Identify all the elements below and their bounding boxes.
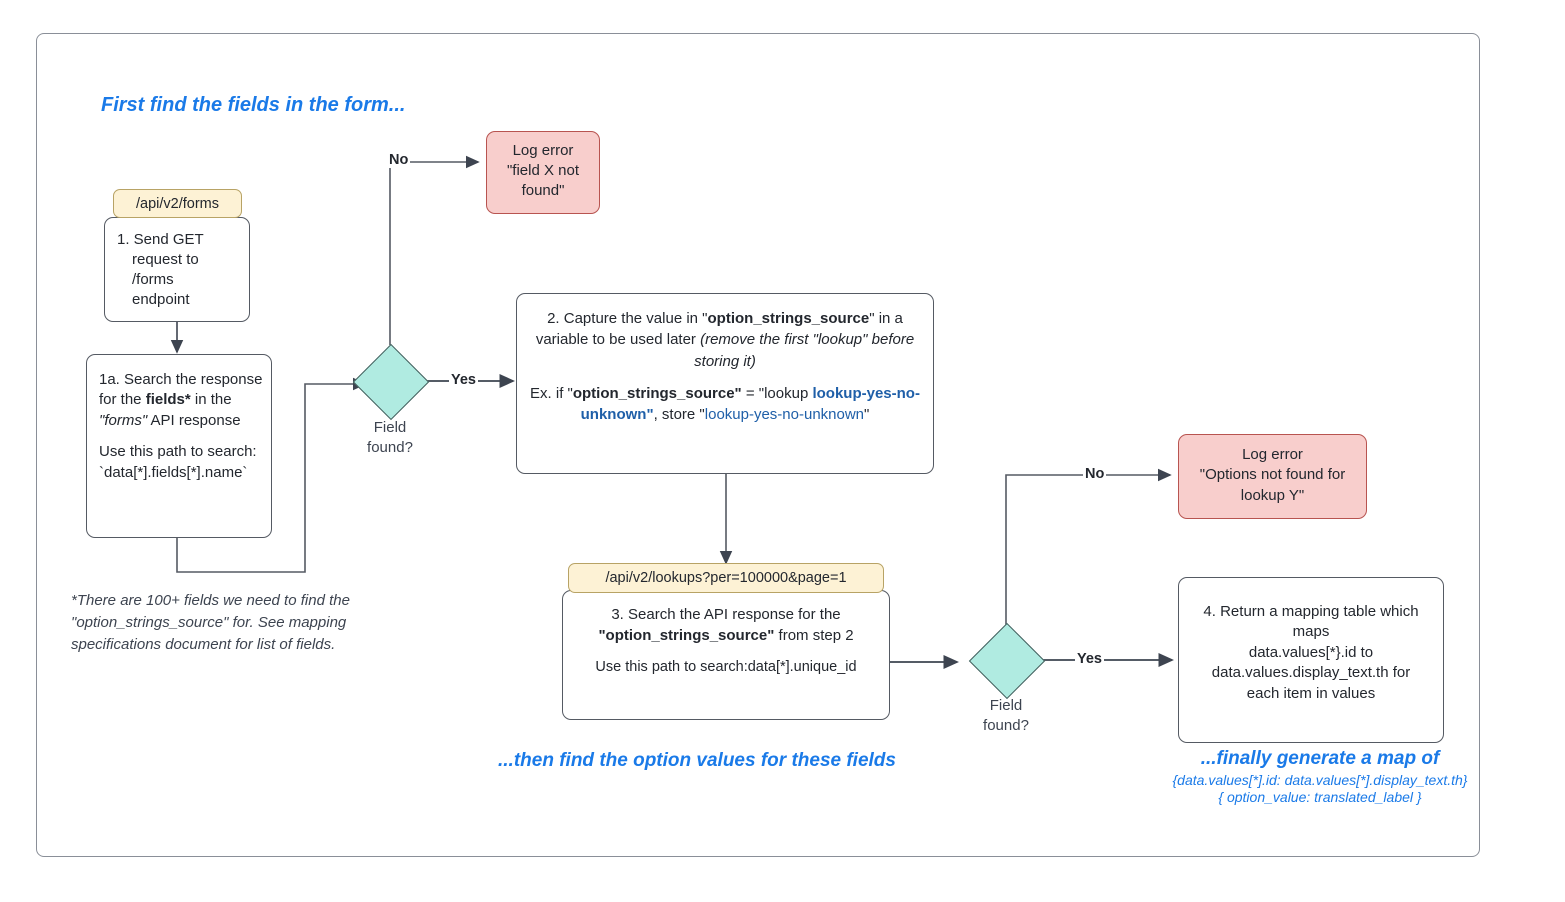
node-step2-l1a: 2. Capture the value in ": [547, 310, 708, 327]
node-step2-l2a: Ex. if ": [530, 384, 573, 402]
decision-field-found-2-label: Field found?: [946, 696, 1066, 735]
caption-finally-line1: ...finally generate a map of: [1200, 748, 1440, 769]
node-step1a-p1d: "forms": [99, 411, 148, 429]
node-step2-l2c: = "lookup: [741, 384, 813, 402]
decision2-l1: Field: [989, 697, 1023, 714]
edge-label-yes-2: Yes: [1075, 651, 1104, 667]
node-step2-l2e: , store ": [653, 406, 705, 424]
node-step3-para1: 3. Search the API response for the "opti…: [572, 604, 880, 646]
node-step2-l1d: (remove the first "lookup" before storin…: [694, 331, 915, 370]
node-step1a-text: 1a. Search the response for the fields* …: [99, 370, 265, 483]
node-step1a-p1e: API response: [147, 411, 241, 429]
footnote-l1: *There are 100+ fields we need to find t…: [71, 592, 350, 609]
node-step2-l1b: option_strings_source: [707, 310, 870, 327]
node-error2-l1: Log error: [1242, 446, 1303, 463]
edge-label-no-1: No: [387, 152, 411, 168]
node-step2-para2: Ex. if "option_strings_source" = "lookup…: [528, 383, 922, 426]
caption-first-find: First find the fields in the form...: [101, 94, 406, 116]
node-step3-l1a: 3. Search the API response for the: [611, 606, 841, 623]
node-step2-l2g: ": [864, 406, 870, 424]
node-error1-l2: "field X not: [506, 162, 580, 180]
node-step2-l2d: lookup-yes-no-unknown": [580, 384, 920, 424]
node-step4-text: 4. Return a mapping table which maps dat…: [1184, 602, 1438, 704]
endpoint-tag-lookups-label: /api/v2/lookups?per=100000&page=1: [605, 570, 847, 586]
node-step3-text: 3. Search the API response for the "opti…: [572, 604, 880, 677]
node-step4-l4: each item in values: [1246, 684, 1376, 702]
node-step2: [516, 293, 934, 474]
node-step4-l2: data.values[*}.id to: [1248, 643, 1374, 661]
footnote-l3: specifications document for list of fiel…: [71, 635, 336, 653]
node-step1-text: 1. Send GET request to /forms endpoint: [117, 230, 242, 310]
node-step3-l1c: from step 2: [774, 627, 854, 644]
node-step2-l2b: option_strings_source": [572, 384, 742, 402]
node-error2-l3: lookup Y": [1240, 486, 1305, 504]
node-step1a-para1: 1a. Search the response for the fields* …: [99, 370, 265, 431]
node-step1a-p1c: in the: [190, 391, 232, 409]
caption-finally-line3: { option_value: translated_label }: [1218, 789, 1422, 805]
node-error2-l2: "Options not found for: [1199, 466, 1346, 484]
node-step1-line2: request to: [132, 251, 199, 269]
node-error1-l1: Log error: [512, 142, 574, 159]
node-step2-para1: 2. Capture the value in "option_strings_…: [528, 308, 922, 372]
node-step1a-para2: Use this path to search: `data[*].fields…: [99, 442, 265, 483]
decision1-l2: found?: [367, 438, 413, 456]
footnote-l2: "option_strings_source" for. See mapping: [71, 613, 347, 631]
node-step2-text: 2. Capture the value in "option_strings_…: [528, 308, 922, 425]
node-step4-l3: data.values.display_text.th for: [1211, 664, 1411, 682]
footnote-fields: *There are 100+ fields we need to find t…: [71, 590, 441, 655]
endpoint-tag-forms-label: /api/v2/forms: [136, 195, 219, 212]
node-step1a-p1b: fields*: [145, 391, 191, 409]
node-step1a-p2a: Use this path to search:: [99, 443, 257, 461]
node-step1a-p2b: `data[*].fields[*].name`: [99, 463, 248, 481]
node-step1-line4: endpoint: [132, 291, 190, 309]
node-step3: [562, 590, 890, 720]
node-step2-spacer: [528, 372, 922, 383]
decision-field-found-1-label: Field found?: [330, 418, 450, 457]
node-step4-l1: 4. Return a mapping table which maps: [1203, 603, 1419, 641]
edge-label-no-2: No: [1083, 466, 1107, 482]
node-step1-line1: 1. Send GET: [117, 231, 204, 248]
node-error1-l3: found": [521, 182, 565, 200]
decision1-l1: Field: [373, 419, 407, 436]
node-error1-text: Log error "field X not found": [486, 141, 600, 201]
node-step2-l1c: " in a variable to be used later: [535, 310, 903, 349]
caption-finally-block: ...finally generate a map of {data.value…: [1120, 748, 1520, 805]
caption-then-find: ...then find the option values for these…: [498, 750, 896, 771]
node-step1a-spacer: [99, 431, 265, 442]
edge-label-yes-1: Yes: [449, 372, 478, 388]
node-error2-text: Log error "Options not found for lookup …: [1178, 445, 1367, 506]
node-error-options-not-found: [1178, 434, 1367, 519]
diagram-frame: [36, 33, 1480, 857]
node-step3-spacer: [572, 646, 880, 657]
endpoint-tag-forms: /api/v2/forms: [113, 189, 242, 218]
decision2-l2: found?: [983, 716, 1029, 734]
node-step4: [1178, 577, 1444, 743]
node-step3-l2: Use this path to search:data[*].unique_i…: [595, 659, 857, 675]
node-step3-l1b: "option_strings_source": [598, 627, 775, 644]
endpoint-tag-lookups: /api/v2/lookups?per=100000&page=1: [568, 563, 884, 593]
caption-finally-line2: {data.values[*].id: data.values[*].displ…: [1172, 772, 1468, 788]
node-error-field-not-found: [486, 131, 600, 214]
node-step1-line3: /forms: [132, 271, 174, 289]
node-step2-l2f: lookup-yes-no-unknown: [704, 406, 865, 424]
